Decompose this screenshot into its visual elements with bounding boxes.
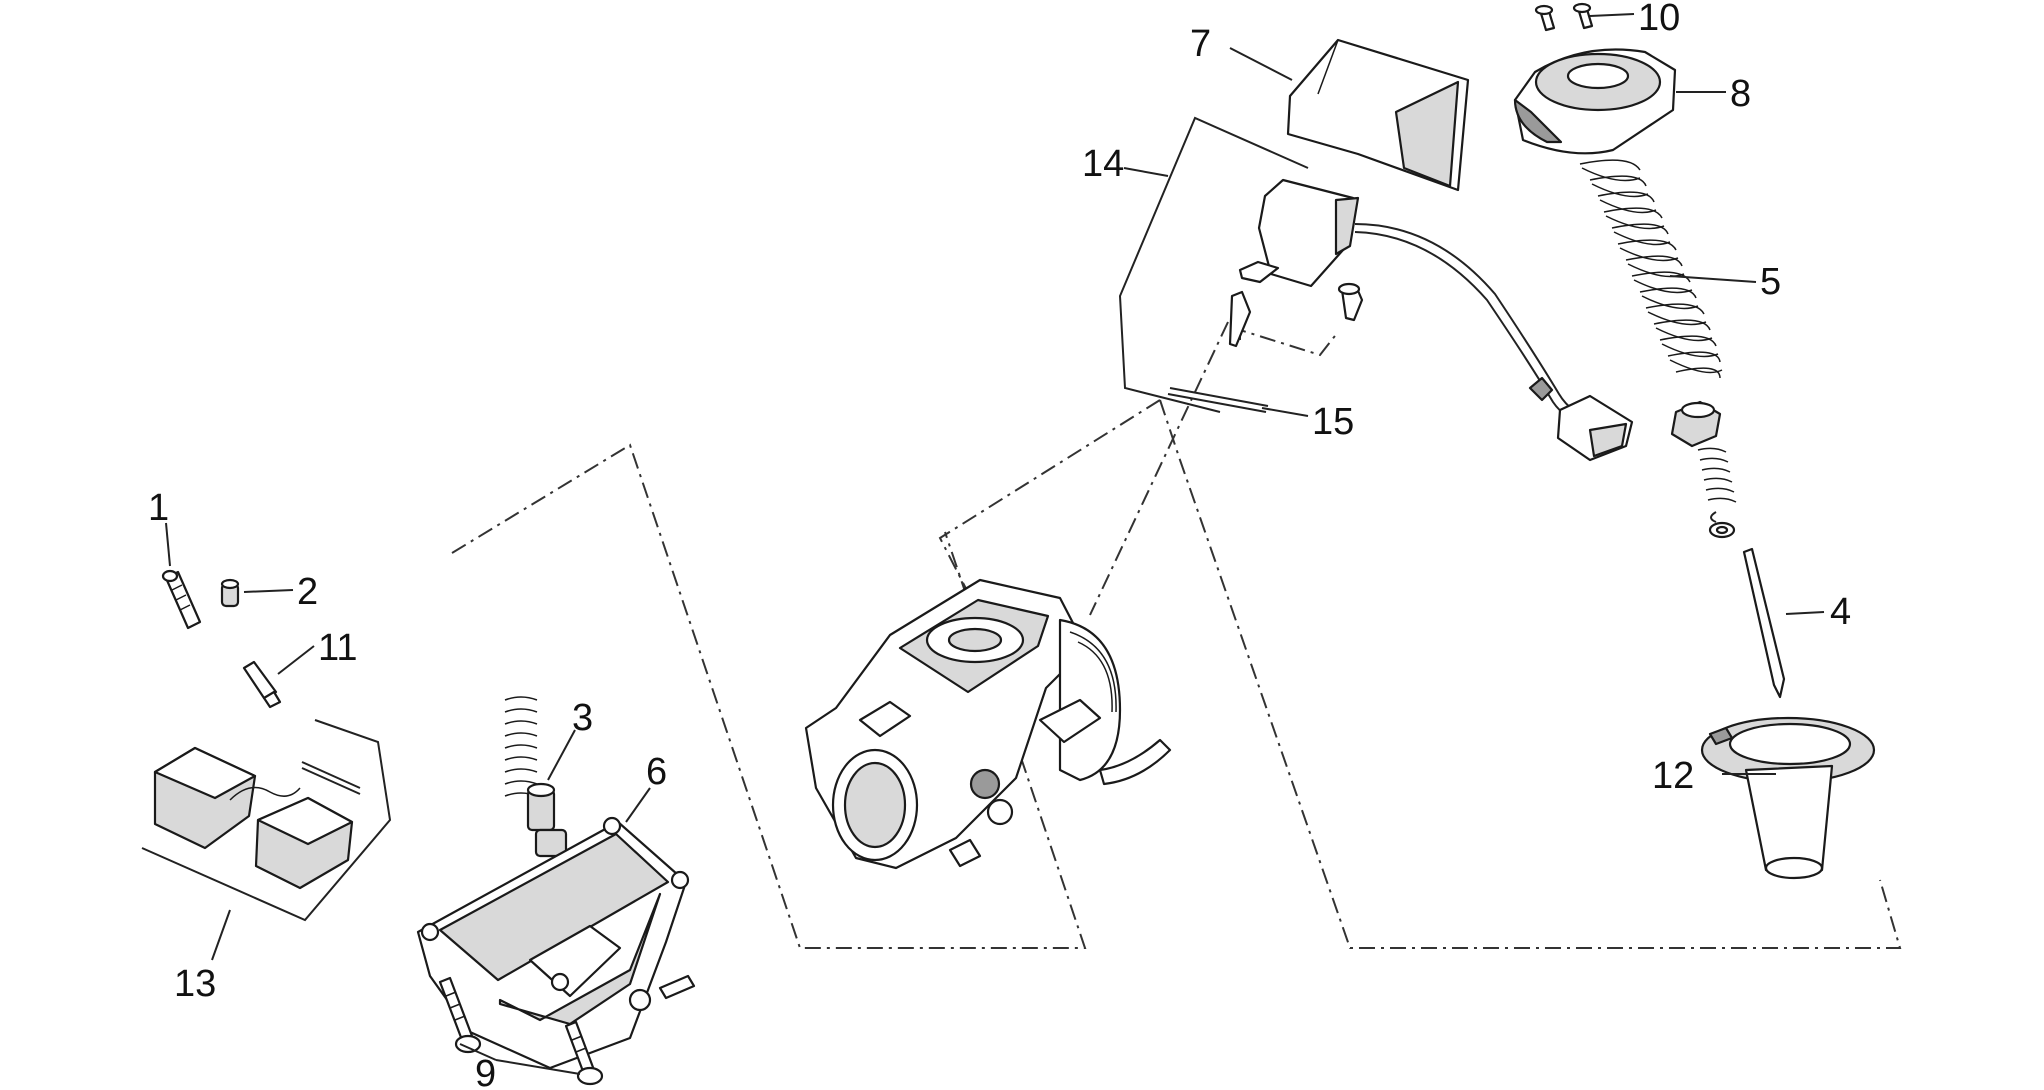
float-needle-part-11 bbox=[242, 660, 282, 709]
callout-6: 6 bbox=[646, 751, 667, 793]
auto-choke-part-14 bbox=[1228, 178, 1634, 462]
bowl-screws-part-9 bbox=[438, 976, 604, 1086]
part-14-bracket bbox=[1118, 116, 1309, 413]
seal-part-15 bbox=[1167, 387, 1269, 413]
callout-5: 5 bbox=[1760, 261, 1781, 303]
callout-9: 9 bbox=[475, 1053, 496, 1090]
callout-1: 1 bbox=[148, 487, 169, 529]
float-part-13 bbox=[153, 746, 361, 890]
callout-12: 12 bbox=[1652, 755, 1694, 797]
jet-needle-part-4 bbox=[1670, 400, 1786, 699]
callout-11: 11 bbox=[318, 627, 357, 669]
callout-15: 15 bbox=[1312, 401, 1354, 443]
callout-7: 7 bbox=[1190, 23, 1211, 65]
carburetor-body bbox=[804, 578, 1172, 870]
callout-labels: 1 2 3 4 5 6 7 8 9 10 11 12 13 14 15 bbox=[148, 0, 1851, 1090]
float-bowl-part-6 bbox=[416, 816, 696, 1070]
callout-3: 3 bbox=[572, 697, 593, 739]
callout-4: 4 bbox=[1830, 591, 1851, 633]
protective-cap-part-7 bbox=[1286, 38, 1470, 192]
spring-part-5 bbox=[1579, 159, 1723, 379]
assembly-dash-lines bbox=[451, 321, 1902, 949]
top-cover-part-8 bbox=[1513, 48, 1677, 155]
callout-10: 10 bbox=[1638, 0, 1680, 39]
callout-2: 2 bbox=[297, 571, 318, 613]
float-bowl-plunger-part-3 bbox=[504, 696, 568, 858]
cover-screws-part-10 bbox=[1534, 2, 1594, 32]
callout-14: 14 bbox=[1082, 143, 1124, 185]
leader-lines bbox=[165, 13, 1825, 1075]
callout-13: 13 bbox=[174, 963, 216, 1005]
diaphragm-slide-part-12 bbox=[1700, 716, 1876, 880]
callout-8: 8 bbox=[1730, 73, 1751, 115]
part-13-bracket bbox=[141, 719, 392, 922]
plug-part-2 bbox=[220, 578, 240, 608]
pilot-screw-part-1 bbox=[161, 569, 202, 630]
